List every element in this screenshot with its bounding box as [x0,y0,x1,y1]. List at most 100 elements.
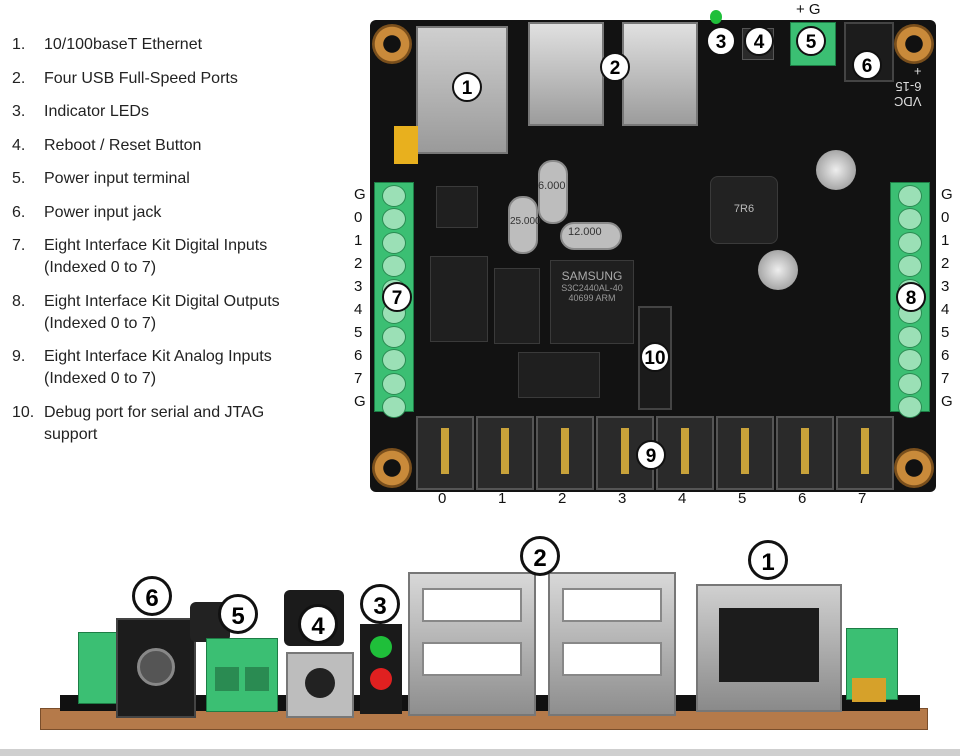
analog-input-connector [836,416,894,490]
callout-6: 6 [852,50,882,80]
pin-label: 4 [941,301,950,318]
pin-label: 0 [438,490,447,507]
red-led-icon [370,668,392,690]
crystal-label: 6.000 [538,180,566,192]
pin-label: 2 [941,255,950,272]
pin-label: 7 [941,370,950,387]
callout-10: 10 [640,342,670,372]
analog-input-connector [416,416,474,490]
crystal-label: 12.000 [568,226,602,238]
front-usb-stack [548,572,676,716]
chip-brand-label: SAMSUNG [561,269,623,283]
front-callout-3: 3 [360,584,400,624]
legend-item: 7.Eight Interface Kit Digital Inputs (In… [12,237,268,276]
analog-input-connector [716,416,774,490]
pin-label: 3 [618,490,627,507]
usb-port [622,22,698,126]
legend-item: 6.Power input jack [12,203,162,221]
board-top-view: + G VDC 6-15 + 6.000 25.000 12.000 SAMSU… [370,1,936,492]
memory-chip [494,268,540,344]
mounting-hole [894,448,934,488]
flash-chip [518,352,600,398]
callout-2: 2 [600,52,630,82]
pin-label: G [941,186,953,203]
inductor-label: 7R6 [733,203,755,215]
mounting-hole [372,448,412,488]
front-terminal-left [78,632,120,704]
pin-label: 2 [558,490,567,507]
pin-label: G [941,393,953,410]
analog-input-connector [536,416,594,490]
pin-label: 1 [498,490,507,507]
front-callout-6: 6 [132,576,172,616]
ethernet-controller-chip [436,186,478,228]
pin-label: G [354,393,366,410]
capacitor [816,150,856,190]
pin-label: 1 [354,232,363,249]
pin-label: 6 [941,347,950,364]
front-power-jack [116,618,196,718]
front-capacitor [852,678,886,702]
jack-voltage-label: VDC 6-15 + [894,64,922,109]
pin-label: 1 [941,232,950,249]
legend-item: 4.Reboot / Reset Button [12,136,202,154]
legend-item: 5.Power input terminal [12,170,190,187]
analog-input-connector [776,416,834,490]
front-ethernet-port [696,584,842,712]
front-callout-1: 1 [748,540,788,580]
bottom-divider [0,749,960,756]
pin-label: 2 [354,255,363,272]
pin-label: G [354,186,366,203]
pin-label: 7 [354,370,363,387]
pin-label: 3 [354,278,363,295]
green-led-icon [370,636,392,658]
callout-7: 7 [382,282,412,312]
crystal-oscillator [538,160,568,224]
usb-port [528,22,604,126]
callout-8: 8 [896,282,926,312]
chip-model-label: S3C2440AL-40 40699 ARM [561,283,623,303]
callout-3: 3 [706,26,736,56]
pin-label: 6 [798,490,807,507]
memory-chip [430,256,488,342]
crystal-label: 25.000 [510,216,541,227]
mounting-hole [372,24,412,64]
pin-label: 0 [941,209,950,226]
callout-9: 9 [636,440,666,470]
capacitor [758,250,798,290]
led-icon [710,10,722,24]
pin-label: 7 [858,490,867,507]
legend-item: 1.10/100baseT Ethernet [12,36,203,53]
pin-label: 5 [738,490,747,507]
front-callout-2: 2 [520,536,560,576]
pin-label: 6 [354,347,363,364]
front-callout-5: 5 [218,594,258,634]
legend-list: 1.10/100baseT Ethernet 2.Four USB Full-S… [12,34,352,457]
crystal-oscillator [560,222,622,250]
callout-4: 4 [744,26,774,56]
callout-5: 5 [796,26,826,56]
pin-label: 0 [354,209,363,226]
pin-label: 5 [941,324,950,341]
front-callout-4: 4 [298,604,338,644]
legend-item: 8.Eight Interface Kit Digital Outputs (I… [12,292,280,332]
pin-label: 5 [354,324,363,341]
callout-1: 1 [452,72,482,102]
front-usb-stack [408,572,536,716]
legend-item: 9.Eight Interface Kit Analog Inputs (Ind… [12,348,272,387]
power-polarity-label: + G [796,1,821,18]
pin-label: 4 [354,301,363,318]
legend-item: 10.Debug port for serial and JTAG suppor… [12,403,265,443]
inductor: 7R6 [710,176,778,244]
cpu-chip: SAMSUNG S3C2440AL-40 40699 ARM [550,260,634,344]
legend-item: 2.Four USB Full-Speed Ports [12,69,238,87]
legend-item: 3.Indicator LEDs [12,103,149,120]
front-power-terminal [206,638,278,712]
front-reset-button [286,652,354,718]
front-led-holder [360,624,402,714]
pin-label: 3 [941,278,950,295]
analog-input-connector [476,416,534,490]
tantalum-capacitor [394,126,418,164]
mounting-hole [894,24,934,64]
pin-label: 4 [678,490,687,507]
